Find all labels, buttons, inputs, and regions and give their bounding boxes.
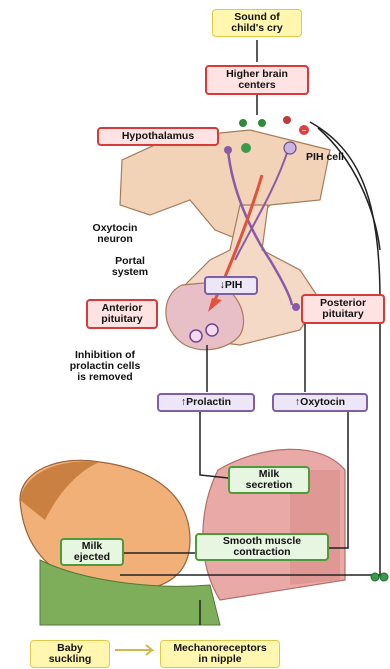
label-milk-ejected: Milk ejected [60, 538, 124, 566]
arrow-baby-to-mechano [115, 645, 152, 655]
label-inhibition-removed: Inhibition of prolactin cells is removed [50, 350, 160, 383]
nerve-node-2 [380, 573, 388, 581]
excitatory-marker [241, 143, 251, 153]
brain-tissue [120, 130, 330, 240]
label-pih: ↓PIH [204, 276, 258, 295]
oxytocin-neuron-body [224, 146, 232, 154]
label-smooth-muscle: Smooth muscle contraction [195, 533, 329, 561]
label-oxytocin-neuron: Oxytocin neuron [80, 223, 150, 245]
label-higher-brain: Higher brain centers [205, 65, 309, 95]
synapse-2 [258, 119, 266, 127]
synapse-3 [283, 116, 291, 124]
label-sound-cry: Sound of child's cry [212, 9, 302, 37]
prolactin-cell-2 [206, 324, 218, 336]
label-mechanoreceptors: Mechanoreceptors in nipple [160, 640, 280, 668]
label-posterior-pituitary: Posterior pituitary [301, 294, 385, 324]
label-milk-secretion: Milk secretion [228, 466, 310, 494]
prolactin-cell-1 [190, 330, 202, 342]
label-pih-cell: PIH cell [295, 152, 355, 163]
label-oxytocin: ↑Oxytocin [272, 393, 368, 412]
synapse-1 [239, 119, 247, 127]
label-portal-system: Portal system [100, 256, 160, 278]
posterior-terminal [292, 303, 300, 311]
label-prolactin: ↑Prolactin [157, 393, 255, 412]
path-afferent-to-brain [318, 128, 380, 250]
nerve-node-1 [371, 573, 379, 581]
label-baby-suckling: Baby suckling [30, 640, 110, 668]
label-anterior-pituitary: Anterior pituitary [86, 299, 158, 329]
inhibitory-sign: − [302, 126, 307, 135]
label-hypothalamus: Hypothalamus [97, 127, 219, 146]
